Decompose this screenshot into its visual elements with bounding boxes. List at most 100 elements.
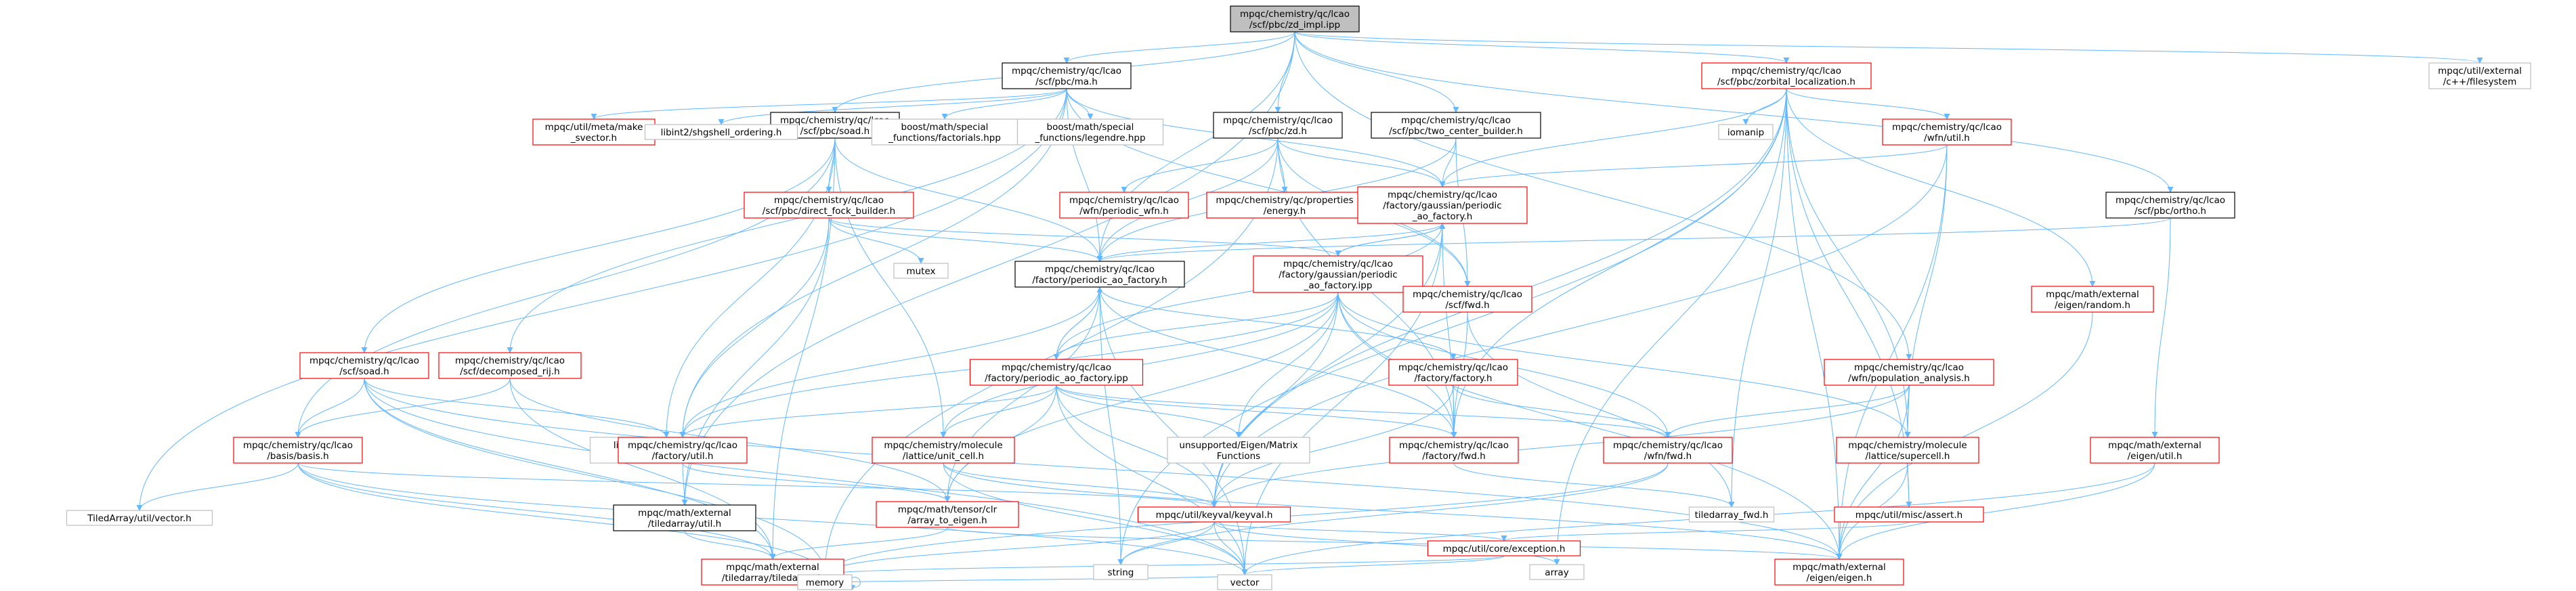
node-soad-label-line: /scf/pbc/soad.h [800,126,870,137]
node-dfock-label-line: /scf/pbc/direct_fock_builder.h [763,206,895,217]
node-gpaofac_ipp[interactable]: mpqc/chemistry/qc/lcao/factory/gaussian/… [1253,255,1423,293]
node-basis-label-line: /basis/basis.h [267,451,328,462]
node-tautil-label-line: mpqc/math/external [638,508,731,519]
edge-wfnutil-to-gpaofac_h [1439,144,1948,188]
node-tautil[interactable]: mpqc/math/external/tiledarray/util.h [613,504,756,531]
node-clr[interactable]: mpqc/math/tensor/clr/array_to_eigen.h [876,501,1019,528]
node-paofac_ipp-label-line: mpqc/chemistry/qc/lcao [1002,362,1111,373]
node-makesv-label-line: _svector.h [570,133,617,144]
node-factory-box [1388,359,1518,386]
edge-zorbital-to-string [1117,88,1787,565]
node-factutil-box [618,437,748,464]
edge-scfsoad-to-tiledarray [364,378,776,560]
edge-soad-to-basis [295,137,836,438]
edge-ma-to-factutil [679,88,1067,438]
node-tafwd: tiledarray_fwd.h [1688,506,1775,523]
edge-scfsoad-to-vector [364,378,1248,575]
node-massert-label-line: mpqc/util/misc/assert.h [1855,510,1962,521]
node-exception-box [1427,540,1581,556]
edge-factory-to-keyval [1211,385,1454,508]
node-exception[interactable]: mpqc/util/core/exception.h [1427,540,1581,556]
edge-basis-to-vector [297,462,1248,575]
edge-factfwd-to-tafwd [1453,462,1735,508]
edge-ortho-to-eutil [2151,217,2171,438]
node-array: array [1529,564,1585,580]
node-array-label-line: array [1545,567,1568,578]
node-paofac_h[interactable]: mpqc/chemistry/qc/lcao/factory/periodic_… [1014,261,1185,288]
node-clr-box [876,501,1019,528]
edge-paofac_h-to-factutil [679,286,1100,438]
node-zorbital-box [1701,62,1872,89]
node-tafwd-box [1688,506,1775,523]
node-memory-label-line: memory [806,577,844,588]
node-wfnfwd[interactable]: mpqc/chemistry/qc/lcao/wfn/fwd.h [1603,437,1733,464]
node-supercell[interactable]: mpqc/chemistry/molecule/lattice/supercel… [1836,437,1979,464]
node-unitcell[interactable]: mpqc/chemistry/molecule/lattice/unit_cel… [872,437,1015,464]
edge-decomp-to-basis [295,378,511,438]
edge-root-to-pbczd [1274,31,1295,113]
node-keyval[interactable]: mpqc/util/keyval/keyval.h [1137,506,1291,523]
node-root[interactable]: mpqc/chemistry/qc/lcao/scf/pbc/zd_impl.i… [1230,5,1360,32]
node-ortho-label-line: mpqc/chemistry/qc/lcao [2116,195,2225,206]
node-scffwd[interactable]: mpqc/chemistry/qc/lcao/scf/fwd.h [1402,286,1532,313]
edge-popan-to-wfnfwd [1665,385,1910,438]
edge-gpaofac_ipp-to-supercell [1337,292,1911,438]
node-decomp[interactable]: mpqc/chemistry/qc/lcao/scf/decomposed_ri… [438,352,582,379]
node-paofac_ipp[interactable]: mpqc/chemistry/qc/lcao/factory/periodic_… [969,359,1144,386]
node-makesv[interactable]: mpqc/util/meta/make_svector.h [532,118,656,146]
node-ortho-box [2105,192,2235,219]
node-massert[interactable]: mpqc/util/misc/assert.h [1834,506,1984,523]
node-wfnutil[interactable]: mpqc/chemistry/qc/lcao/wfn/util.h [1882,118,2012,146]
node-dfock-label-line: mpqc/chemistry/qc/lcao [774,195,884,206]
edge-twocenter-to-gpaofac_h [1439,137,1457,188]
node-basis[interactable]: mpqc/chemistry/qc/lcao/basis/basis.h [233,437,363,464]
node-zorbital[interactable]: mpqc/chemistry/qc/lcao/scf/pbc/zorbital_… [1701,62,1872,89]
node-eigen[interactable]: mpqc/math/external/eigen/eigen.h [1774,559,1904,586]
edge-zorbital-to-random [1786,88,2096,287]
edge-supercell-to-massert [1906,462,1912,508]
node-vector-box [1217,574,1272,590]
node-twocenter[interactable]: mpqc/chemistry/qc/lcao/scf/pbc/two_cente… [1371,112,1541,139]
node-ortho[interactable]: mpqc/chemistry/qc/lcao/scf/pbc/ortho.h [2105,192,2235,219]
node-dfock[interactable]: mpqc/chemistry/qc/lcao/scf/pbc/direct_fo… [744,192,914,219]
edge-scfsoad-to-sto3g [364,378,670,438]
node-cxxfs: mpqc/util/external/c++/filesystem [2428,62,2531,89]
node-eutil[interactable]: mpqc/math/external/eigen/util.h [2090,437,2220,464]
edge-root-to-twocenter [1294,31,1459,113]
node-popan[interactable]: mpqc/chemistry/qc/lcao/wfn/population_an… [1824,359,1994,386]
edge-dfock-to-factutil [679,217,830,438]
node-popan-label-line: mpqc/chemistry/qc/lcao [1854,362,1964,373]
edge-keyval-to-memory [821,521,1215,575]
node-random-label-line: mpqc/math/external [2046,289,2139,300]
node-periodicwfn-label-line: /wfn/periodic_wfn.h [1079,206,1169,217]
node-factutil[interactable]: mpqc/chemistry/qc/lcao/factory/util.h [618,437,748,464]
node-ma-box [1002,62,1132,89]
edge-zorbital-to-gpaofac_h [1439,88,1787,188]
node-pbczd-box [1213,112,1343,139]
node-energy[interactable]: mpqc/chemistry/qc/properties/energy.h [1206,192,1363,219]
node-periodicwfn[interactable]: mpqc/chemistry/qc/lcao/wfn/periodic_wfn.… [1059,192,1189,219]
node-ma[interactable]: mpqc/chemistry/qc/lcao/scf/pbc/ma.h [1002,62,1132,89]
node-pbczd[interactable]: mpqc/chemistry/qc/lcao/scf/pbc/zd.h [1213,112,1343,139]
node-factfwd[interactable]: mpqc/chemistry/qc/lcao/factory/fwd.h [1389,437,1519,464]
edge-wfnutil-to-eigen [1836,144,1948,560]
node-boostfact-label-line: _functions/factorials.hpp [888,133,1001,144]
edge-tautil-to-tiledarray [684,530,776,560]
node-cxxfs-box [2428,62,2531,89]
node-scffwd-label-line: mpqc/chemistry/qc/lcao [1413,289,1522,300]
node-gpaofac_h[interactable]: mpqc/chemistry/qc/lcao/factory/gaussian/… [1357,186,1528,224]
node-scfsoad[interactable]: mpqc/chemistry/qc/lcao/scf/soad.h [299,352,429,379]
node-wfnfwd-label-line: mpqc/chemistry/qc/lcao [1613,440,1723,451]
edge-root-to-popan [1294,31,1912,360]
node-zorbital-label-line: mpqc/chemistry/qc/lcao [1732,66,1841,76]
edge-zorbital-to-massert [1786,88,1912,508]
node-wfnfwd-box [1603,437,1733,464]
node-root-label-line: /scf/pbc/zd_impl.ipp [1249,20,1340,30]
node-gpaofac_h-label-line: mpqc/chemistry/qc/lcao [1388,190,1497,200]
node-gpaofac_h-box [1357,186,1528,224]
node-random[interactable]: mpqc/math/external/eigen/random.h [2031,286,2154,313]
node-factory[interactable]: mpqc/chemistry/qc/lcao/factory/factory.h [1388,359,1518,386]
node-popan-label-line: /wfn/population_analysis.h [1848,373,1970,384]
node-tavec-box [66,510,213,526]
